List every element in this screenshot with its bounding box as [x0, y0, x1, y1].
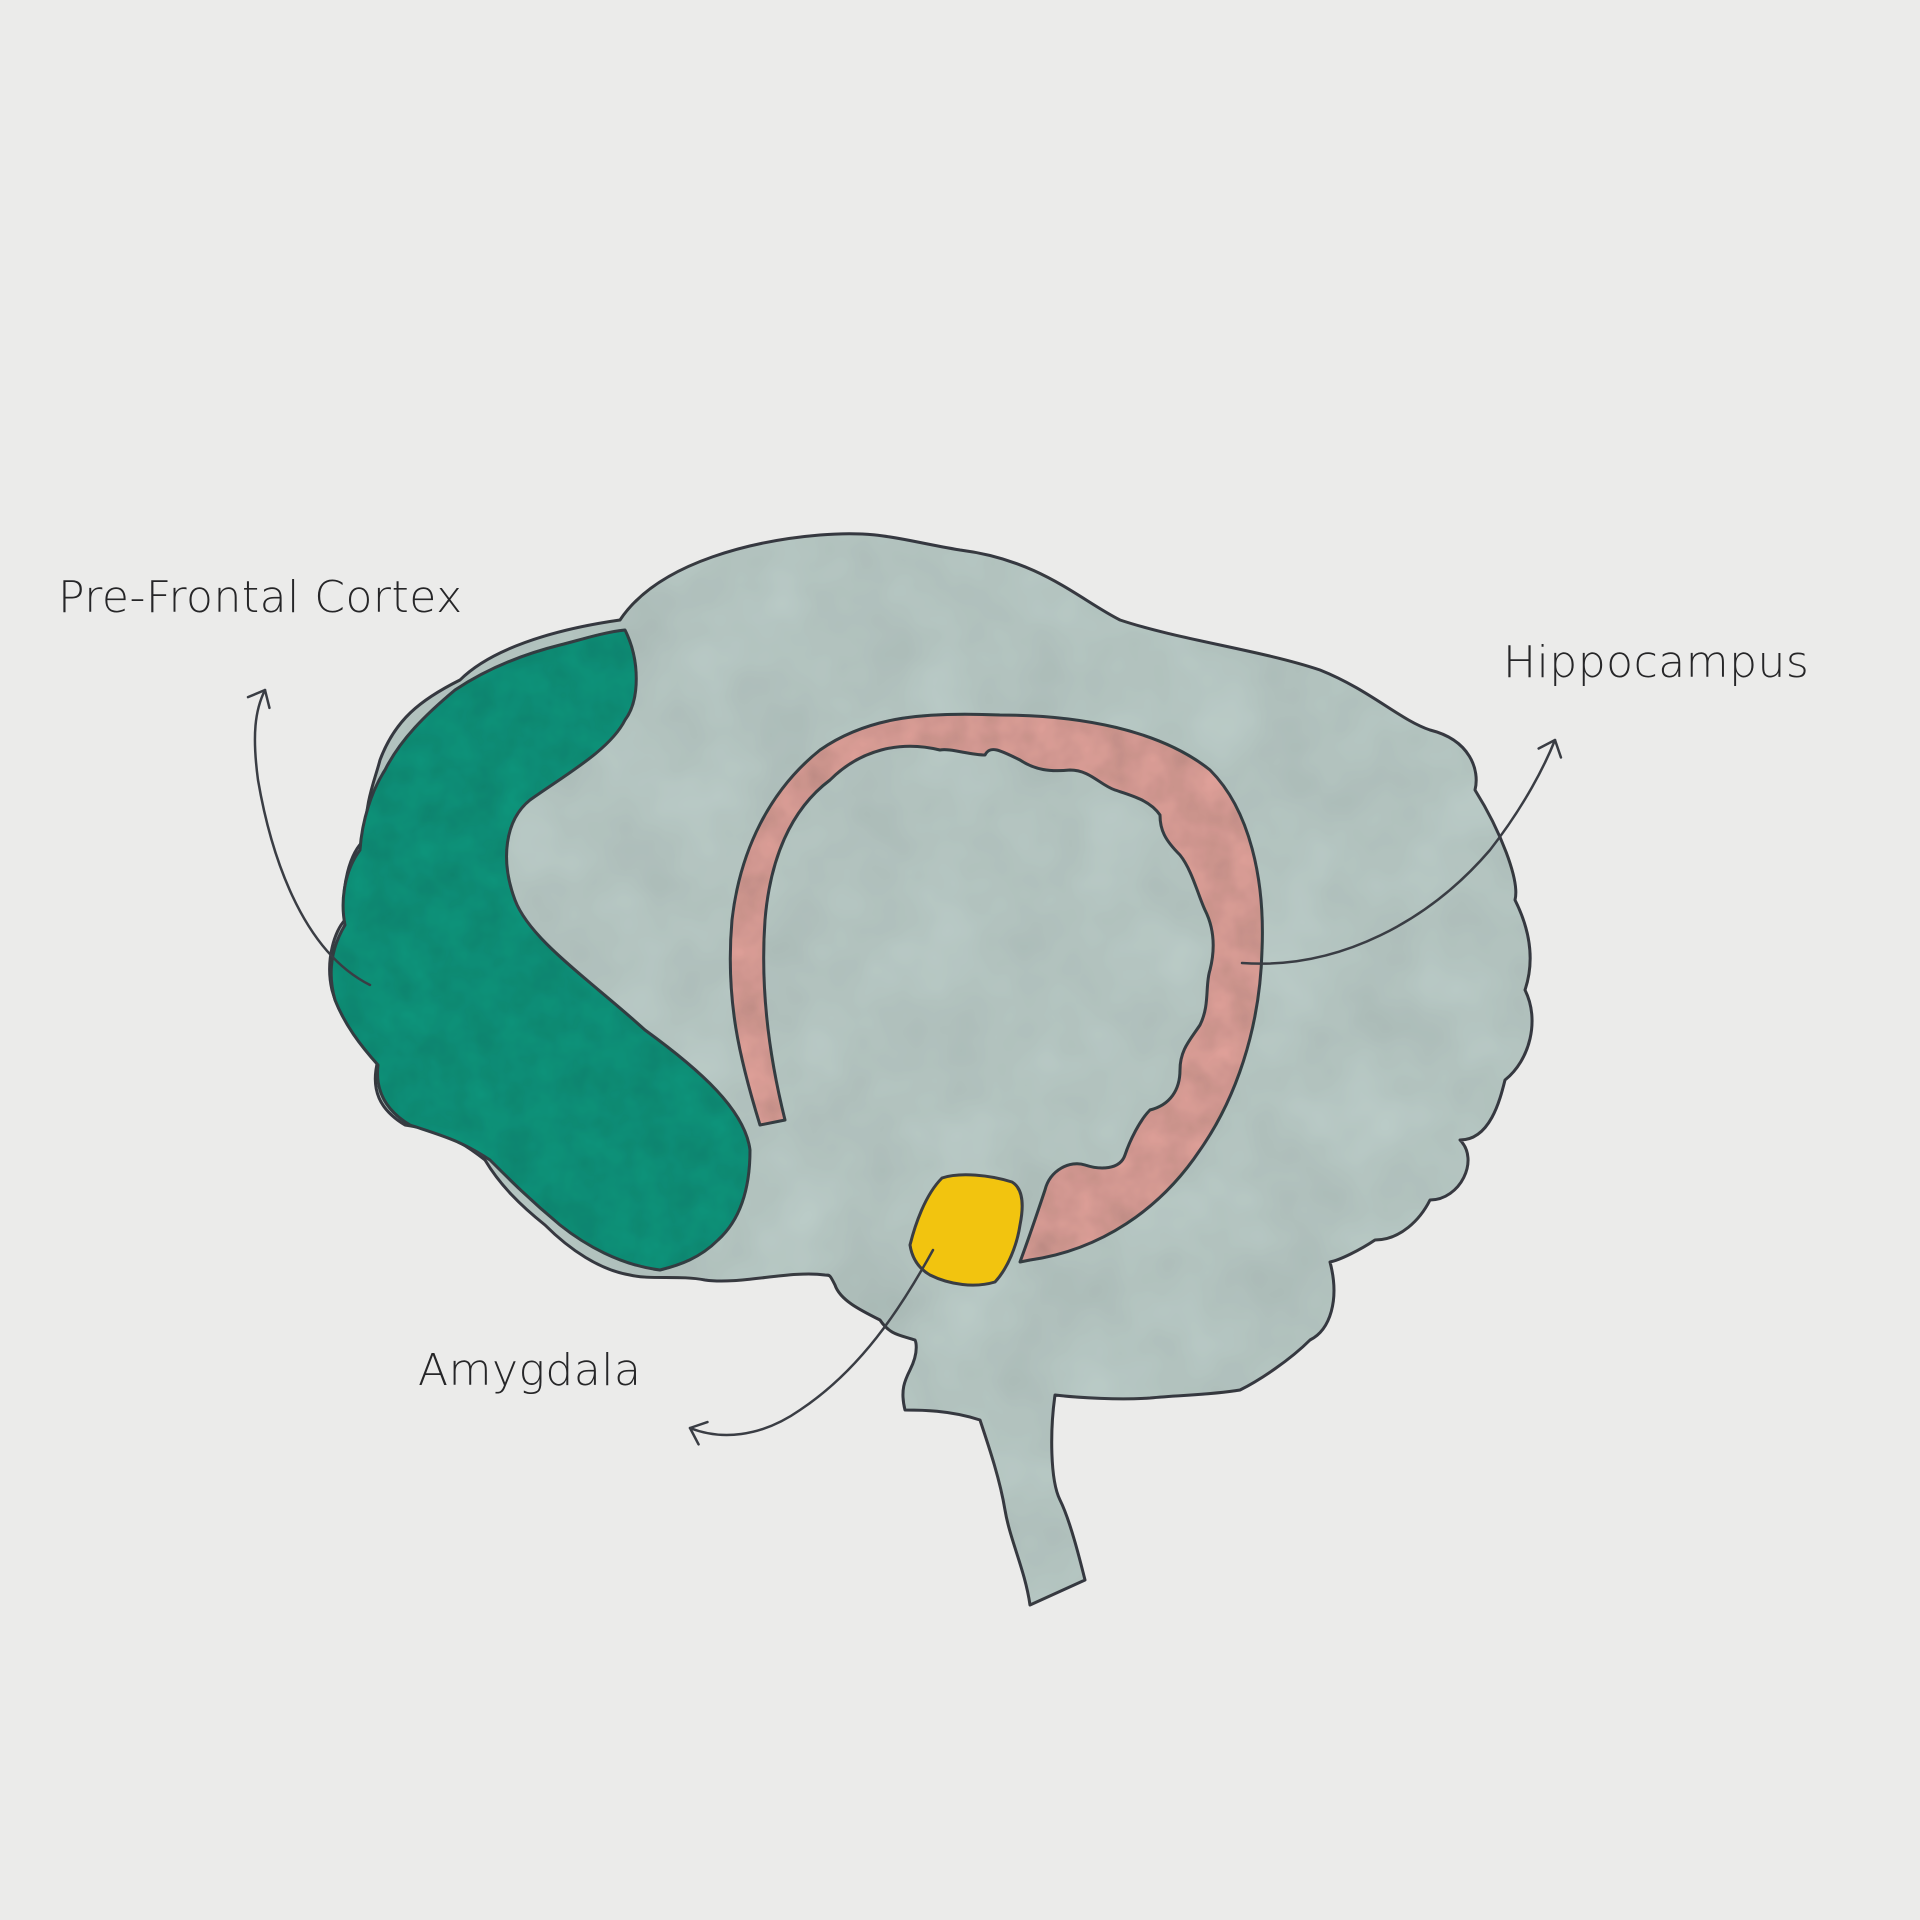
amygdala-region — [908, 1173, 1024, 1287]
prefrontal-cortex-region — [329, 628, 752, 1272]
prefrontal-cortex-label: Pre-Frontal Cortex — [58, 572, 463, 623]
hippocampus-label: Hippocampus — [1503, 637, 1810, 688]
hippocampus-arrow — [1240, 738, 1563, 965]
hippocampus-region — [728, 712, 1264, 1264]
prefrontal-cortex-arrow — [246, 688, 372, 987]
amygdala-label: Amygdala — [418, 1345, 642, 1396]
amygdala-arrow — [688, 1248, 935, 1446]
